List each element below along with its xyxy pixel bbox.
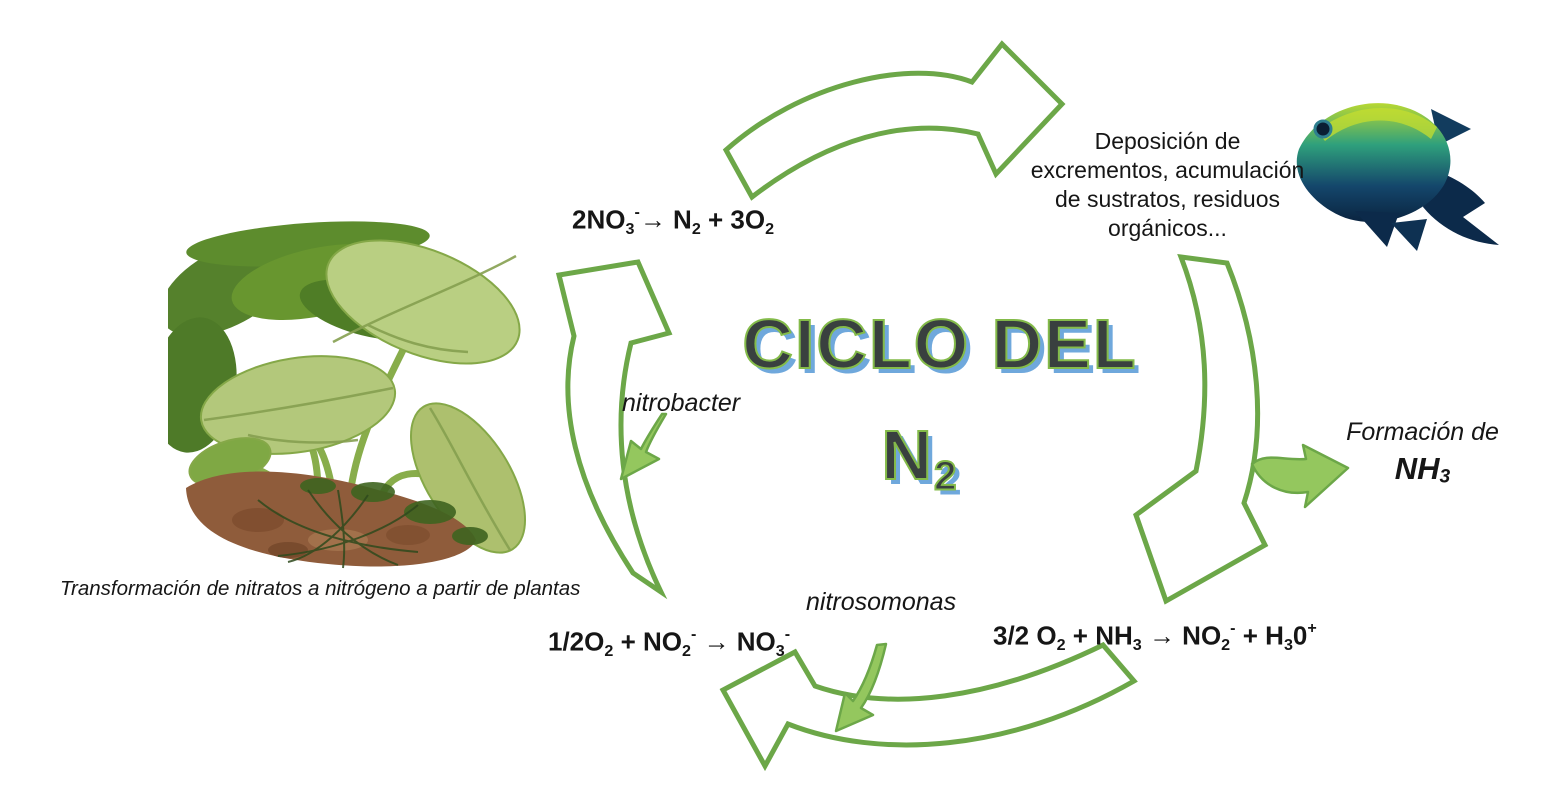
fish-pectoral-fin [1355, 211, 1399, 247]
moss [300, 478, 488, 545]
cycle-arrow-bottom [719, 641, 1138, 772]
deposition-line: Deposición de [1094, 128, 1241, 154]
nitrosomonas-arrow [834, 642, 888, 733]
plant-leaves [188, 239, 527, 554]
nh3-formation-arrow [1250, 443, 1350, 509]
equation-ammonia-oxidation: 3/2 O2 + NH3 → NO2- + H30+ [993, 619, 1317, 654]
nh3-formation-label: Formación de [1346, 418, 1499, 446]
plant-image [168, 221, 527, 569]
fish-image [1296, 103, 1499, 251]
cycle-arrow-top [722, 40, 1066, 201]
fish-eye [1313, 119, 1333, 139]
nh3-formation: Formación de NH3 [1330, 418, 1515, 489]
plant-roots-netting [257, 489, 419, 569]
fish-tail [1423, 169, 1499, 245]
deposition-line: orgánicos... [1108, 215, 1227, 241]
nitrobacter-arrow [619, 412, 668, 481]
equation-denitrification: 2NO3-→ N2 + 3O2 [572, 203, 775, 238]
nitrosomonas-label: nitrosomonas [806, 588, 957, 616]
cycle-title-line2: N2 [880, 416, 959, 499]
cycle-arrow-left [555, 259, 673, 600]
fish-back-stripe [1317, 107, 1437, 141]
deposition-line: excrementos, acumulación [1030, 157, 1305, 183]
deposition-text: Deposición de excrementos, acumulación d… [1020, 127, 1315, 243]
equation-nitrite-oxidation: 1/2O2 + NO2- → NO3- [548, 625, 791, 660]
plant-caption: Transformación de nitratos a nitrógeno a… [60, 577, 581, 600]
cycle-arrow-right [1133, 253, 1269, 605]
plant-leaf-veins [203, 254, 517, 551]
deposition-line: de sustratos, residuos [1054, 186, 1280, 212]
cycle-title-line1: CICLO DEL [741, 305, 1138, 383]
nh3-formation-formula: NH3 [1394, 451, 1451, 488]
fish-anal-fin [1391, 219, 1427, 251]
nitrobacter-label: nitrobacter [622, 389, 741, 417]
